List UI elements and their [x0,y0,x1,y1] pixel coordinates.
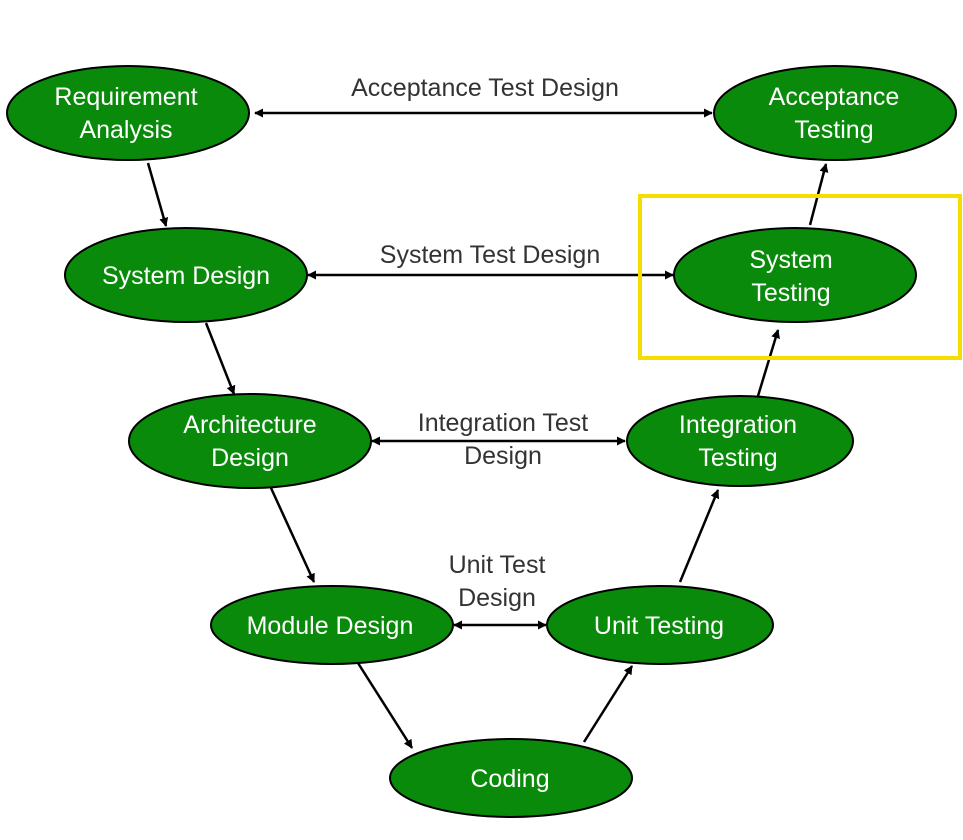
arrow-module-design-to-coding [356,662,414,749]
node-requirement-analysis-label-line-2: Analysis [79,116,172,144]
node-acceptance-testing-label-line-1: Acceptance [769,83,900,111]
label-integration-test-design-line-1: Integration Test [418,409,589,437]
node-integration-testing-label-line-1: Integration [679,411,797,439]
node-module-design: Module Design [210,585,454,665]
label-unit-test-design-line-1: Unit Test [449,551,546,579]
node-system-design-label-line-1: System Design [102,262,270,290]
node-acceptance-testing-label-line-2: Testing [794,116,873,144]
arrow-coding-to-unit-testing [582,665,634,743]
arrow-unit-testing-to-integration [678,489,720,583]
node-coding: Coding [389,738,633,818]
node-coding-label-line-1: Coding [470,765,549,793]
node-architecture-design-label-line-2: Design [211,444,289,472]
highlight-box-system-testing [638,194,962,360]
node-architecture-design-label-line-1: Architecture [183,411,316,439]
node-system-testing-label-line-1: System [749,246,832,274]
arrow-system-design-to-architecture [204,322,236,395]
node-system-design: System Design [64,227,308,323]
node-module-design-label: Module Design [247,612,414,640]
arrow-requirement-to-system-design [146,162,169,227]
node-unit-testing-label: Unit Testing [594,612,724,640]
node-integration-testing-label-line-2: Testing [698,444,777,472]
node-system-design-label: System Design [102,262,270,290]
node-system-testing-label-line-2: Testing [751,279,830,307]
label-unit-test-design-line-2: Design [458,584,536,612]
arrow-integration-to-system-testing [756,329,780,397]
node-unit-testing-label-line-1: Unit Testing [594,612,724,640]
label-system-test-design: System Test Design [380,241,600,269]
label-acceptance-test-design-line-1: Acceptance Test Design [351,74,619,102]
node-module-design-label-line-1: Module Design [247,612,414,640]
node-coding-label: Coding [470,765,549,793]
label-integration-test-design-line-2: Design [464,442,542,470]
label-acceptance-test-design: Acceptance Test Design [351,74,619,102]
node-requirement-analysis-label-line-1: Requirement [54,83,197,111]
arrow-architecture-to-module-design [269,487,316,583]
label-system-test-design-line-1: System Test Design [380,241,600,269]
node-unit-testing: Unit Testing [546,585,774,665]
